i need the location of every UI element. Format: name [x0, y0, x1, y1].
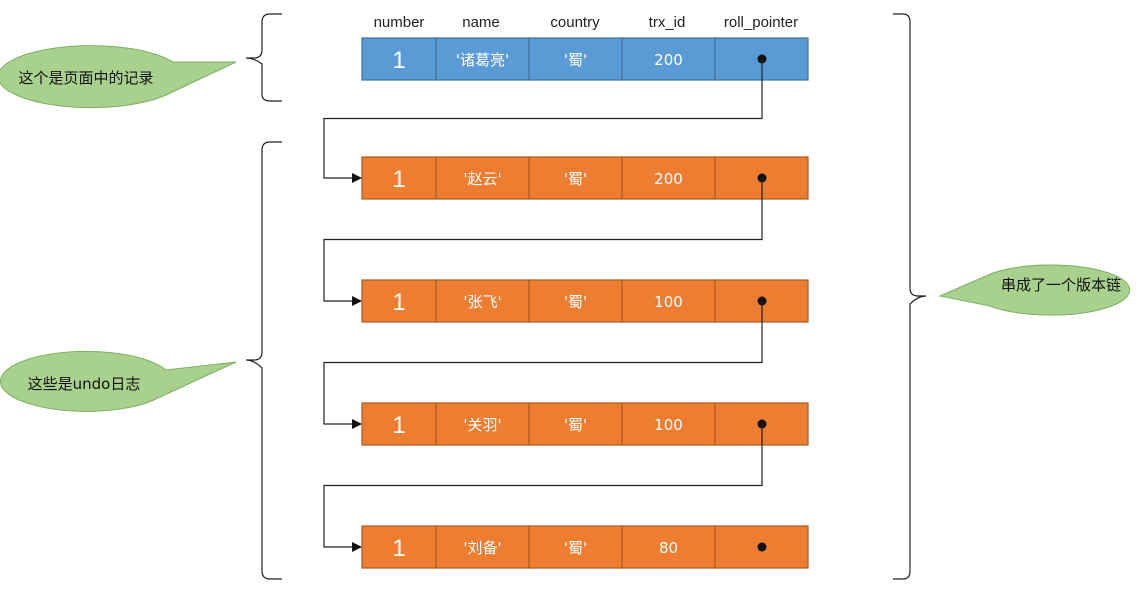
record-3-number-cell: [361, 402, 437, 446]
record-2-trx-id-value: 100: [654, 293, 683, 311]
record-0-name-value: '诸葛亮': [456, 51, 509, 69]
record-4-name-value: '刘备': [463, 539, 501, 557]
record-3-name-value: '关羽': [463, 416, 501, 434]
callout-undo-log-text: 这些是undo日志: [28, 375, 141, 393]
record-2-number-value: 1: [392, 289, 405, 316]
record-0-name-cell: [435, 37, 530, 81]
record-1-number-cell: [361, 156, 437, 200]
record-4-number-cell: [361, 525, 437, 569]
callout-version-chain-text: 串成了一个版本链: [1001, 276, 1121, 294]
callout-page-record: 这个是页面中的记录: [0, 45, 237, 109]
record-4-country-value: '蜀': [564, 539, 587, 557]
column-header-country: country: [550, 14, 600, 31]
page-record-0: 1 '诸葛亮' '蜀' 200: [361, 37, 809, 81]
record-4-trx-id-value: 80: [659, 539, 678, 557]
record-0-country-cell: [528, 37, 623, 81]
record-1-trx-id-cell: [621, 156, 716, 200]
column-header-number: number: [374, 14, 425, 31]
callout-version-chain-bubble: [938, 264, 1131, 316]
record-2-country-value: '蜀': [564, 293, 587, 311]
record-3-country-cell: [528, 402, 623, 446]
record-2-name-cell: [435, 279, 530, 323]
record-3-name-cell: [435, 402, 530, 446]
callout-undo-log: 这些是undo日志: [0, 350, 237, 412]
record-0-number-cell: [361, 37, 437, 81]
brace-page-record: [245, 13, 282, 102]
record-3-number-value: 1: [392, 412, 405, 439]
roll-pointer-connectors: [323, 59, 763, 552]
callout-page-record-text: 这个是页面中的记录: [18, 69, 153, 87]
callout-undo-log-bubble: [0, 350, 237, 412]
undo-log-record-2: 1 '张飞' '蜀' 100: [361, 279, 809, 323]
record-0-country-value: '蜀': [564, 51, 587, 69]
record-4-number-value: 1: [392, 535, 405, 562]
record-1-number-value: 1: [392, 166, 405, 193]
record-4-trx-id-cell: [621, 525, 716, 569]
records: 1 '诸葛亮' '蜀' 200 1 '赵云' '蜀' 200 1 '张飞' '蜀' 100 1 '关羽' '…: [361, 37, 809, 569]
record-1-name-value: '赵云': [463, 170, 501, 188]
column-header-trx-id: trx_id: [649, 14, 686, 31]
record-1-country-value: '蜀': [564, 170, 587, 188]
roll-pointer-arrow-0: [323, 59, 763, 183]
record-2-number-cell: [361, 279, 437, 323]
undo-log-record-4: 1 '刘备' '蜀' 80: [361, 525, 809, 569]
callout-page-record-bubble: [0, 45, 237, 109]
undo-log-record-3: 1 '关羽' '蜀' 100: [361, 402, 809, 446]
record-4-country-cell: [528, 525, 623, 569]
column-headers: number name country trx_id roll_pointer: [374, 14, 799, 31]
roll-pointer-arrow-1: [323, 178, 763, 306]
record-0-trx-id-value: 200: [654, 51, 683, 69]
column-header-roll-pointer: roll_pointer: [724, 14, 798, 31]
record-3-trx-id-value: 100: [654, 416, 683, 434]
brace-version-chain: [893, 13, 927, 580]
undo-log-record-1: 1 '赵云' '蜀' 200: [361, 156, 809, 200]
record-2-name-value: '张飞': [463, 293, 501, 311]
roll-pointer-arrow-3: [323, 424, 763, 552]
record-1-country-cell: [528, 156, 623, 200]
callout-version-chain: 串成了一个版本链: [938, 264, 1131, 316]
record-3-country-value: '蜀': [564, 416, 587, 434]
roll-pointer-arrow-2: [323, 301, 763, 429]
record-4-name-cell: [435, 525, 530, 569]
record-0-number-value: 1: [392, 47, 405, 74]
record-4-roll-pointer-dot: [757, 542, 767, 552]
record-1-name-cell: [435, 156, 530, 200]
record-2-country-cell: [528, 279, 623, 323]
record-3-trx-id-cell: [621, 402, 716, 446]
brace-undo-log: [245, 141, 282, 580]
column-header-name: name: [462, 14, 500, 31]
record-1-trx-id-value: 200: [654, 170, 683, 188]
